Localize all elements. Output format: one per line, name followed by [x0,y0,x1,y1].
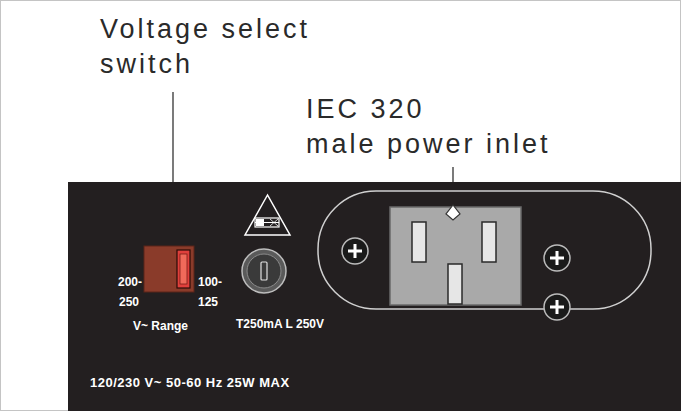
inlet-slot [412,222,426,262]
range-label: 100- [198,276,222,290]
range-caption: V~ Range [133,320,188,334]
callout-label: switch [100,49,193,80]
callout-label: Voltage select [100,14,310,45]
range-label: 250 [119,296,139,310]
range-label: 125 [198,296,218,310]
inlet-outline [318,191,651,309]
fuse-rating: T250mA L 250V [236,318,324,332]
arrowhead [446,205,460,220]
inlet-slot [482,222,496,262]
range-label: 200- [118,276,142,290]
voltage-switch [144,246,194,292]
screw [544,245,570,271]
fuse-holder [242,249,286,293]
switch-slider [180,254,187,284]
power-rating: 120/230 V~ 50-60 Hz 25W MAX [90,376,290,391]
inlet-slot [448,264,462,304]
callout-label: male power inlet [306,129,551,160]
screw [342,238,368,264]
switch-slider [177,250,190,288]
inlet-body [390,207,521,305]
rear-panel [68,182,681,411]
callout-label: IEC 320 [306,94,425,125]
fuse-warning-symbol [245,195,290,235]
screw [544,294,570,320]
